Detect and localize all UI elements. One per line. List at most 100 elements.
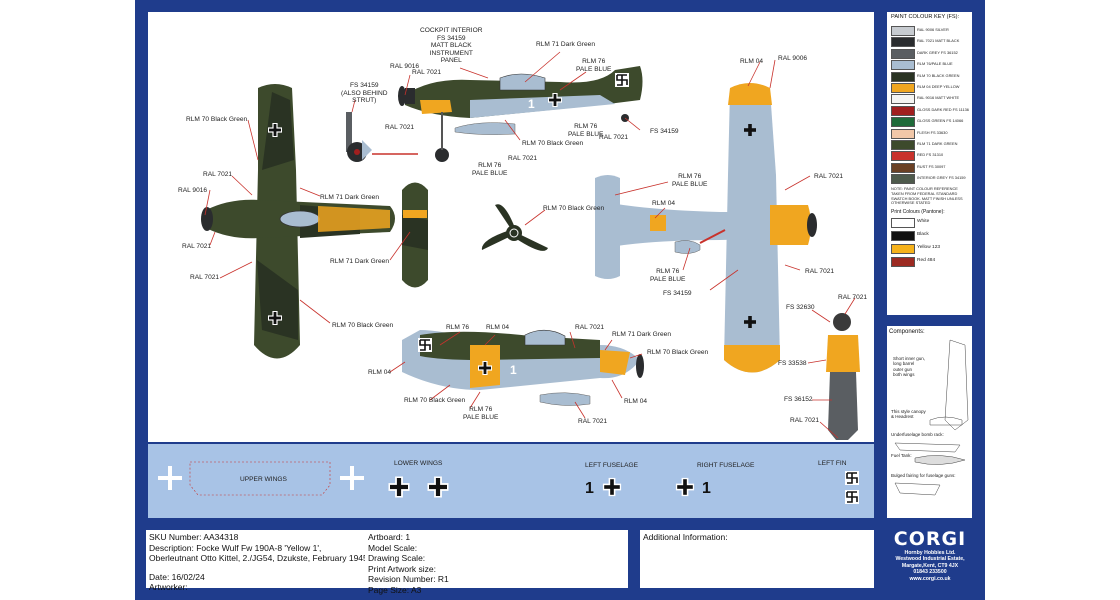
propeller-detail <box>481 204 548 251</box>
callout-cockpit-line5: PANEL <box>440 57 462 65</box>
callout-ral7021-i: RAL 7021 <box>805 268 835 275</box>
paint-swatch <box>891 174 915 185</box>
callout-rlm71-b: RLM 71 Dark Green <box>320 194 379 201</box>
info-box-additional: Additional Information: <box>640 530 874 588</box>
callout-ral7021-f: RAL 7021 <box>182 243 212 250</box>
paint-key-row: RLM 76/PALE BLUE <box>891 60 971 71</box>
corgi-logo: CORGI Hornby Hobbies Ltd. Westwood Indus… <box>884 528 976 598</box>
callout-rlm76-side-b-b: PALE BLUE <box>463 413 499 421</box>
component-note-bomb-rack: Underfuselage bomb rack: <box>891 432 944 437</box>
callout-rlm70-prop: RLM 70 Black Green <box>543 205 605 212</box>
callout-rlm71-top: RLM 71 Dark Green <box>536 41 595 48</box>
paint-key-label: DARK GREY FS 36152 <box>917 49 958 55</box>
paint-swatch <box>891 94 915 105</box>
paint-key-label: INTERIOR GREY FS 34159 <box>917 175 966 181</box>
paint-swatch <box>891 105 915 116</box>
paint-key-label: RED FS 31310 <box>917 152 944 158</box>
paint-swatch <box>891 151 915 162</box>
callout-fs34159-b: FS 34159 <box>650 128 679 135</box>
paint-key-row: RAL 9006 SILVER <box>891 26 971 36</box>
date-field: Date: 16/02/24 <box>149 571 205 582</box>
paint-swatch <box>891 162 915 173</box>
fuselage-number-upper: 1 <box>528 97 535 111</box>
callout-cockpit: COCKPIT INTERIOR FS 34159 MATT BLACK INS… <box>420 27 483 65</box>
callout-ral7021-b: RAL 7021 <box>385 124 415 131</box>
component-gun-line3: outer gun <box>893 366 913 372</box>
paint-key-label: FLESH FS 33630 <box>917 129 948 135</box>
callout-fs34159-strut-b: (ALSO BEHIND <box>341 89 388 97</box>
callout-ral7021-side-b: RAL 7021 <box>578 418 608 425</box>
logo-address-5: www.corgi.co.uk <box>909 575 951 582</box>
callout-rlm76-2-a: RLM 76 <box>574 123 598 130</box>
logo-address-2: Westwood Industrial Estate, <box>895 556 965 563</box>
decal-label-left-fin: LEFT FIN <box>818 460 847 467</box>
component-gun-line2: long barrel <box>893 361 915 367</box>
paint-key-row: GLOSS GREEN FS 14066 <box>891 117 971 128</box>
callout-rlm70-side-r: RLM 70 Black Green <box>647 349 709 356</box>
callout-ral9016-a: RAL 9016 <box>390 63 420 70</box>
component-canopy-line2: & Headrest <box>891 414 914 420</box>
paint-swatch <box>891 71 915 82</box>
callout-rlm76-2-b: PALE BLUE <box>568 130 604 138</box>
print-colour-swatch <box>891 231 915 241</box>
callout-ral7021-h: RAL 7021 <box>814 173 844 180</box>
print-colour-row: Yellow 123 <box>891 244 971 254</box>
paint-key-row: GLOSS DARK RED FS 11136 <box>891 105 971 116</box>
callout-ral9016-b: RAL 9016 <box>178 187 208 194</box>
callout-rlm76-1: RLM 76 PALE BLUE <box>576 58 611 73</box>
component-note-guns: Short inner gun, long barrel outer gun b… <box>893 356 925 377</box>
paint-swatch <box>891 128 915 139</box>
callout-rlm76-5-b: PALE BLUE <box>650 275 686 283</box>
decal-number-right: 1 <box>702 480 711 497</box>
callout-rlm71-c: RLM 71 Dark Green <box>330 258 389 265</box>
revision-field: Revision Number: R1 <box>368 574 449 585</box>
callout-rlm04-side-br: RLM 04 <box>624 398 648 405</box>
page-size-field: Page Size: A3 <box>368 584 422 595</box>
callout-fs34159-strut-a: FS 34159 <box>349 82 379 89</box>
landing-gear-detail <box>346 112 418 162</box>
callout-ral7021-c: RAL 7021 <box>599 134 629 141</box>
callout-fs34159-c: FS 34159 <box>663 290 692 297</box>
info-box-artboard: Artboard: 1 Model Scale: Drawing Scale: … <box>365 530 628 595</box>
description-line1: Description: Focke Wulf Fw 190A-8 'Yello… <box>149 542 322 553</box>
paint-key-note: NOTE: PAINT COLOUR REFERENCE TAKEN FROM … <box>891 186 963 206</box>
callout-rlm76-2: RLM 76 PALE BLUE <box>568 123 603 138</box>
top-view-aircraft <box>201 84 428 359</box>
artboard-field: Artboard: 1 <box>368 532 411 542</box>
paint-key-row: RLM 71 DARK GREEN <box>891 140 971 150</box>
component-gun-line4: both wings <box>893 371 915 377</box>
callout-ral7021-side: RAL 7021 <box>575 324 605 331</box>
callout-cockpit-line2: FS 34159 <box>436 34 466 42</box>
print-colour-label: Yellow 123 <box>917 245 941 250</box>
callout-cockpit-line1: COCKPIT INTERIOR <box>420 27 483 34</box>
callout-rlm76-3-a: RLM 76 <box>478 162 502 169</box>
callout-ral7021-e: RAL 7021 <box>203 171 233 178</box>
decal-artwork: 1 1 <box>158 461 860 505</box>
paint-swatch <box>891 26 915 36</box>
paint-key-row: RUST FS 30097 <box>891 162 971 173</box>
callout-ral7021-g: RAL 7021 <box>190 274 220 281</box>
side-view-aircraft-lower: 1 <box>402 329 644 406</box>
callout-rlm70-a: RLM 70 Black Green <box>186 116 248 123</box>
corgi-brand: CORGI <box>893 528 967 550</box>
callout-ral9006: RAL 9006 <box>778 55 808 62</box>
model-scale-field: Model Scale: <box>368 542 418 553</box>
artworker-field: Artworker: <box>149 582 188 593</box>
callout-rlm76-3-b: PALE BLUE <box>472 169 508 177</box>
callout-rlm70-c: RLM 70 Black Green <box>522 140 584 147</box>
callout-rlm76-5: RLM 76 PALE BLUE <box>650 268 685 283</box>
print-colour-label: Black <box>917 232 929 237</box>
paint-key-title: PAINT COLOUR KEY (FS): <box>891 14 960 20</box>
paint-key-row: RLM 70 BLACK GREEN <box>891 71 971 82</box>
callout-rlm76-5-a: RLM 76 <box>656 268 680 275</box>
callout-rlm76-1-a: RLM 76 <box>582 58 606 65</box>
paint-swatch <box>891 48 915 59</box>
callout-ral7021-k: RAL 7021 <box>790 417 820 424</box>
paint-key-label: RAL 9006 SILVER <box>917 27 949 32</box>
components-panel <box>887 326 972 518</box>
component-gun-line1: Short inner gun, <box>893 356 926 361</box>
callout-rlm04-b: RLM 04 <box>652 200 676 207</box>
callout-fs32630: FS 32630 <box>786 304 815 311</box>
paint-key-row: RAL 7021 MATT BLACK <box>891 37 971 48</box>
callout-rlm70-bottom: RLM 70 Black Green <box>332 322 394 329</box>
